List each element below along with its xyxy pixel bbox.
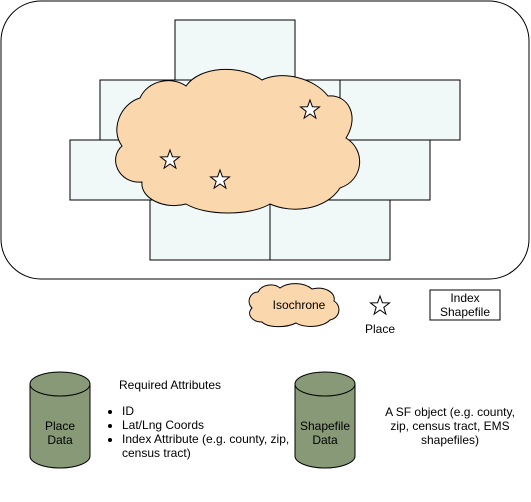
shapefile-data-label: Shapefile Data (299, 419, 351, 447)
attribute-item: Index Attribute (e.g. county, zip, censu… (122, 432, 292, 460)
shapefile-description: A SF object (e.g. county, zip, census tr… (385, 405, 515, 447)
place-data-cylinder-icon (29, 371, 91, 469)
map-places (159, 98, 321, 190)
star-icon (299, 98, 321, 120)
place-data-label: Place Data (44, 419, 76, 447)
attribute-item: Lat/Lng Coords (122, 418, 292, 432)
shapefile-data-cylinder-icon (294, 371, 356, 469)
required-attributes-heading: Required Attributes (119, 378, 222, 392)
tile (339, 79, 461, 141)
legend-isochrone-icon (248, 283, 340, 328)
legend-index-shapefile-label: Index Shapefile (439, 291, 491, 319)
star-icon (209, 168, 231, 190)
tile (269, 199, 391, 261)
legend-index-shapefile-box (429, 289, 501, 321)
star-icon (159, 148, 181, 170)
attribute-item: ID (122, 404, 292, 418)
legend-isochrone-label: Isochrone (272, 298, 326, 312)
legend-star-icon (369, 294, 391, 316)
isochrone-cloud-icon (115, 68, 361, 214)
legend-place-label: Place (364, 322, 396, 336)
required-attributes-list: ID Lat/Lng Coords Index Attribute (e.g. … (104, 404, 292, 460)
